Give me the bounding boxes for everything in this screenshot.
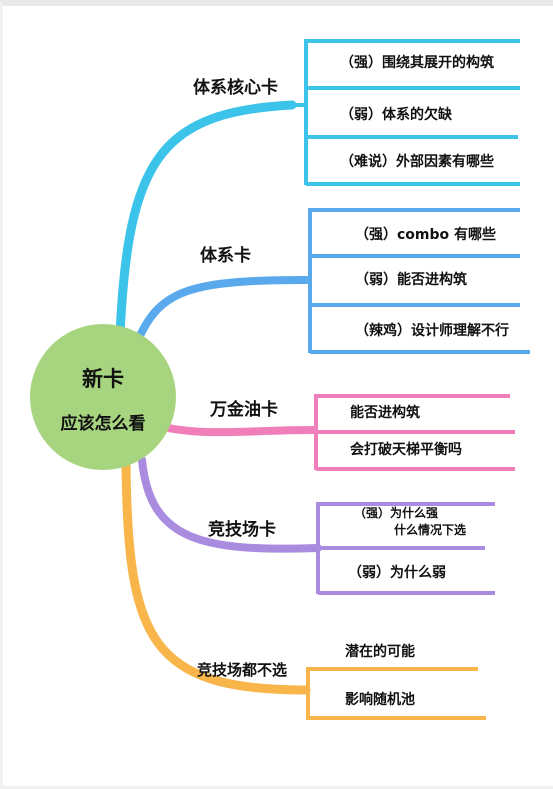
leaf-2-1: （强）combo 有哪些 — [355, 227, 497, 243]
branch-title-4: 竞技场卡 — [208, 520, 276, 540]
leaf-2-2: （弱）能否进构筑 — [355, 272, 467, 288]
leaf-4-1: （强）为什么强 — [354, 506, 439, 520]
leaf-3-1: 能否进构筑 — [350, 405, 420, 421]
branch-connector-5 — [121, 460, 486, 720]
center-node — [30, 324, 176, 470]
leaf-4-2: （弱）为什么弱 — [348, 565, 446, 581]
leaf-2-3: （辣鸡）设计师理解不行 — [355, 323, 509, 339]
branch-connector-1 — [115, 39, 520, 340]
leaf-5-1: 潜在的可能 — [345, 644, 415, 660]
branch-title-2: 体系卡 — [200, 246, 251, 266]
branch-title-5: 竞技场都不选 — [197, 661, 288, 679]
branch-connector-2 — [134, 208, 530, 354]
center-title: 新卡 — [82, 367, 124, 391]
leaf-1-3: （难说）外部因素有哪些 — [340, 154, 494, 170]
branch-connector-4 — [138, 456, 495, 595]
leaf-1-2: （弱）体系的欠缺 — [340, 107, 452, 123]
leaf-1-1: （强）围绕其展开的构筑 — [340, 55, 494, 71]
leaf-4-1-cont: 什么情况下选 — [394, 523, 467, 537]
branch-connector-3 — [164, 394, 515, 471]
leaf-5-2: 影响随机池 — [345, 692, 415, 708]
center-subtitle: 应该怎么看 — [60, 414, 146, 434]
branch-title-1: 体系核心卡 — [193, 78, 278, 98]
branch-title-3: 万金油卡 — [210, 400, 278, 420]
leaf-3-2: 会打破天梯平衡吗 — [350, 442, 462, 458]
